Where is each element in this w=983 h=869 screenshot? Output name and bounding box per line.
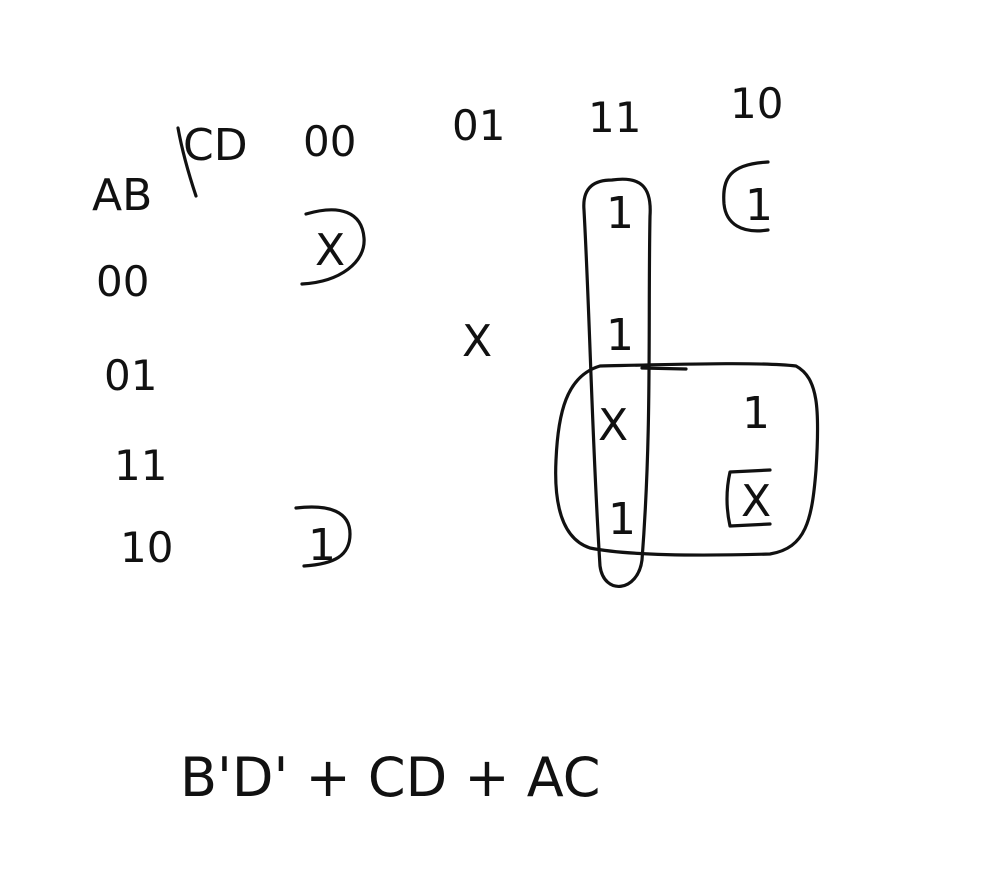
group-column-11-loop — [582, 177, 652, 588]
row-header-10: 10 — [120, 523, 173, 572]
corner-group-bottom-left-arc — [294, 505, 352, 568]
cell-11-10: 1 — [742, 388, 770, 439]
cell-11-11: X — [598, 400, 628, 451]
simplified-expression: B'D' + CD + AC — [180, 746, 600, 809]
cell-01-11: 1 — [606, 310, 634, 361]
corner-group-top-right-arc — [722, 160, 770, 233]
row-variables-label: AB — [92, 170, 152, 221]
column-variables-label: CD — [183, 120, 248, 171]
cell-00-10: 1 — [745, 180, 773, 231]
group-overlap-tick — [640, 366, 688, 371]
corner-group-bottom-right-arc — [725, 468, 772, 528]
cell-00-11: 1 — [606, 188, 634, 239]
cell-10-11: 1 — [608, 494, 636, 545]
corner-slash — [176, 126, 198, 198]
col-header-01: 01 — [452, 101, 505, 150]
group-bottom-right-loop — [554, 362, 820, 557]
corner-group-top-left-arc — [300, 208, 366, 286]
cell-01-01: X — [462, 316, 492, 367]
cell-10-10: X — [741, 476, 771, 527]
col-header-11: 11 — [588, 93, 641, 142]
cell-00-00: X — [315, 225, 345, 276]
col-header-10: 10 — [730, 79, 783, 128]
row-header-01: 01 — [104, 351, 157, 400]
row-header-00: 00 — [96, 257, 149, 306]
col-header-00: 00 — [303, 117, 356, 166]
row-header-11: 11 — [114, 441, 167, 490]
